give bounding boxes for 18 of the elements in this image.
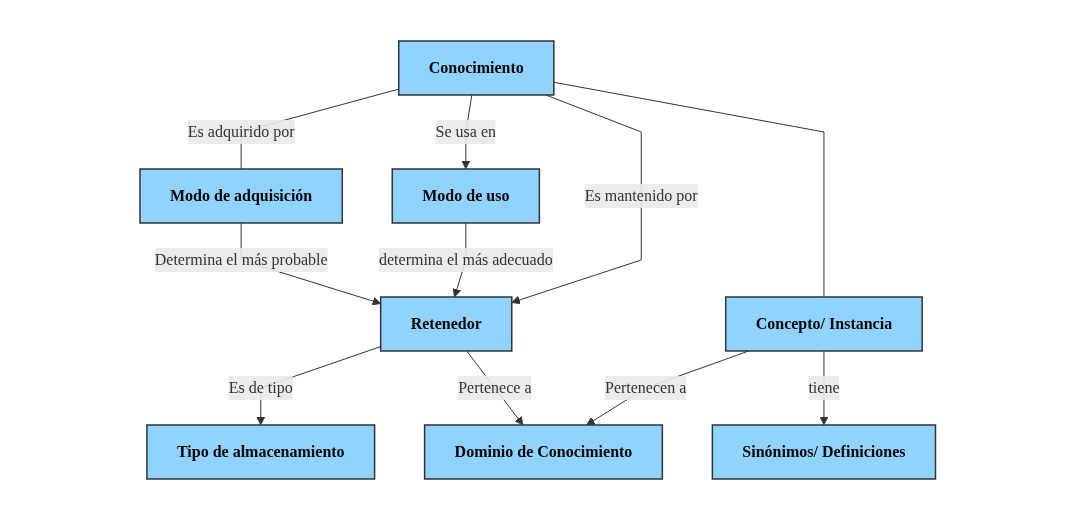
edge-label: Pertenece a bbox=[458, 378, 532, 396]
edge-label: Es de tipo bbox=[228, 378, 293, 396]
edge-label: Es mantenido por bbox=[585, 186, 698, 204]
edge-label: Es adquirido por bbox=[188, 123, 295, 140]
node-box: Retenedor bbox=[380, 296, 513, 352]
node-box: Concepto/ Instancia bbox=[725, 296, 924, 352]
edge-label: Determina el más probable bbox=[154, 250, 328, 268]
node-box: Modo de adquisición bbox=[139, 168, 344, 224]
node-box: Modo de uso bbox=[391, 168, 541, 224]
edge-label: Se usa en bbox=[435, 123, 497, 140]
edge-label: tiene bbox=[808, 378, 840, 396]
edge-label: Pertenecen a bbox=[605, 378, 687, 396]
node-box: Sinónimos/ Definiciones bbox=[711, 424, 937, 480]
node-box: Dominio de Conocimiento bbox=[424, 424, 664, 480]
arrow bbox=[511, 94, 642, 305]
node-box: Tipo de almacenamiento bbox=[146, 424, 376, 480]
edge-label: determina el más adecuado bbox=[379, 250, 553, 268]
node-box: Conocimiento bbox=[398, 40, 555, 96]
